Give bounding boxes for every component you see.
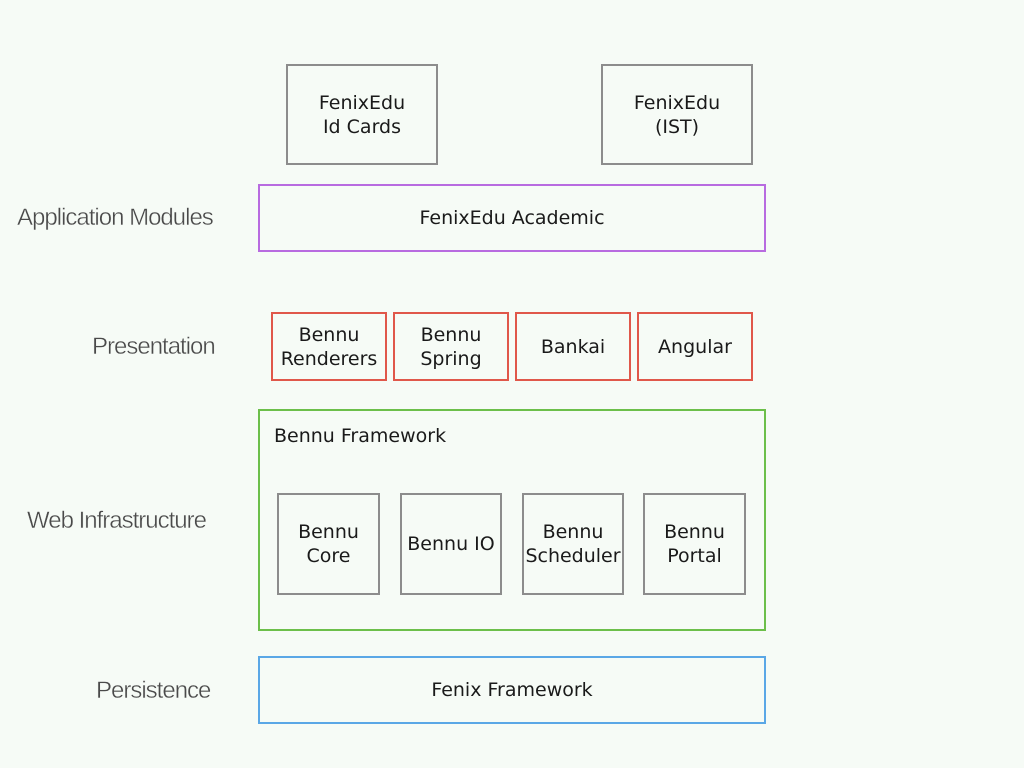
layer-label-persistence: Persistence [96, 677, 212, 704]
bennu-io-box: Bennu IO [400, 493, 502, 595]
bennu-framework-container [258, 409, 766, 631]
layer-label-application-modules: Application Modules [17, 204, 214, 231]
fenixedu-academic-box: FenixEdu Academic [258, 184, 766, 252]
angular-box: Angular [637, 312, 753, 381]
layer-label-web-infrastructure: Web Infrastructure [27, 507, 207, 534]
bennu-renderers-box: Bennu Renderers [271, 312, 387, 381]
fenix-framework-box: Fenix Framework [258, 656, 766, 724]
bankai-box: Bankai [515, 312, 631, 381]
fenixedu-ist-box: FenixEdu (IST) [601, 64, 753, 165]
bennu-framework-title: Bennu Framework [274, 425, 447, 447]
layer-label-presentation: Presentation [92, 333, 216, 360]
bennu-scheduler-box: Bennu Scheduler [522, 493, 624, 595]
bennu-spring-box: Bennu Spring [393, 312, 509, 381]
bennu-portal-box: Bennu Portal [643, 493, 746, 595]
fenixedu-id-cards-box: FenixEdu Id Cards [286, 64, 438, 165]
bennu-core-box: Bennu Core [277, 493, 380, 595]
